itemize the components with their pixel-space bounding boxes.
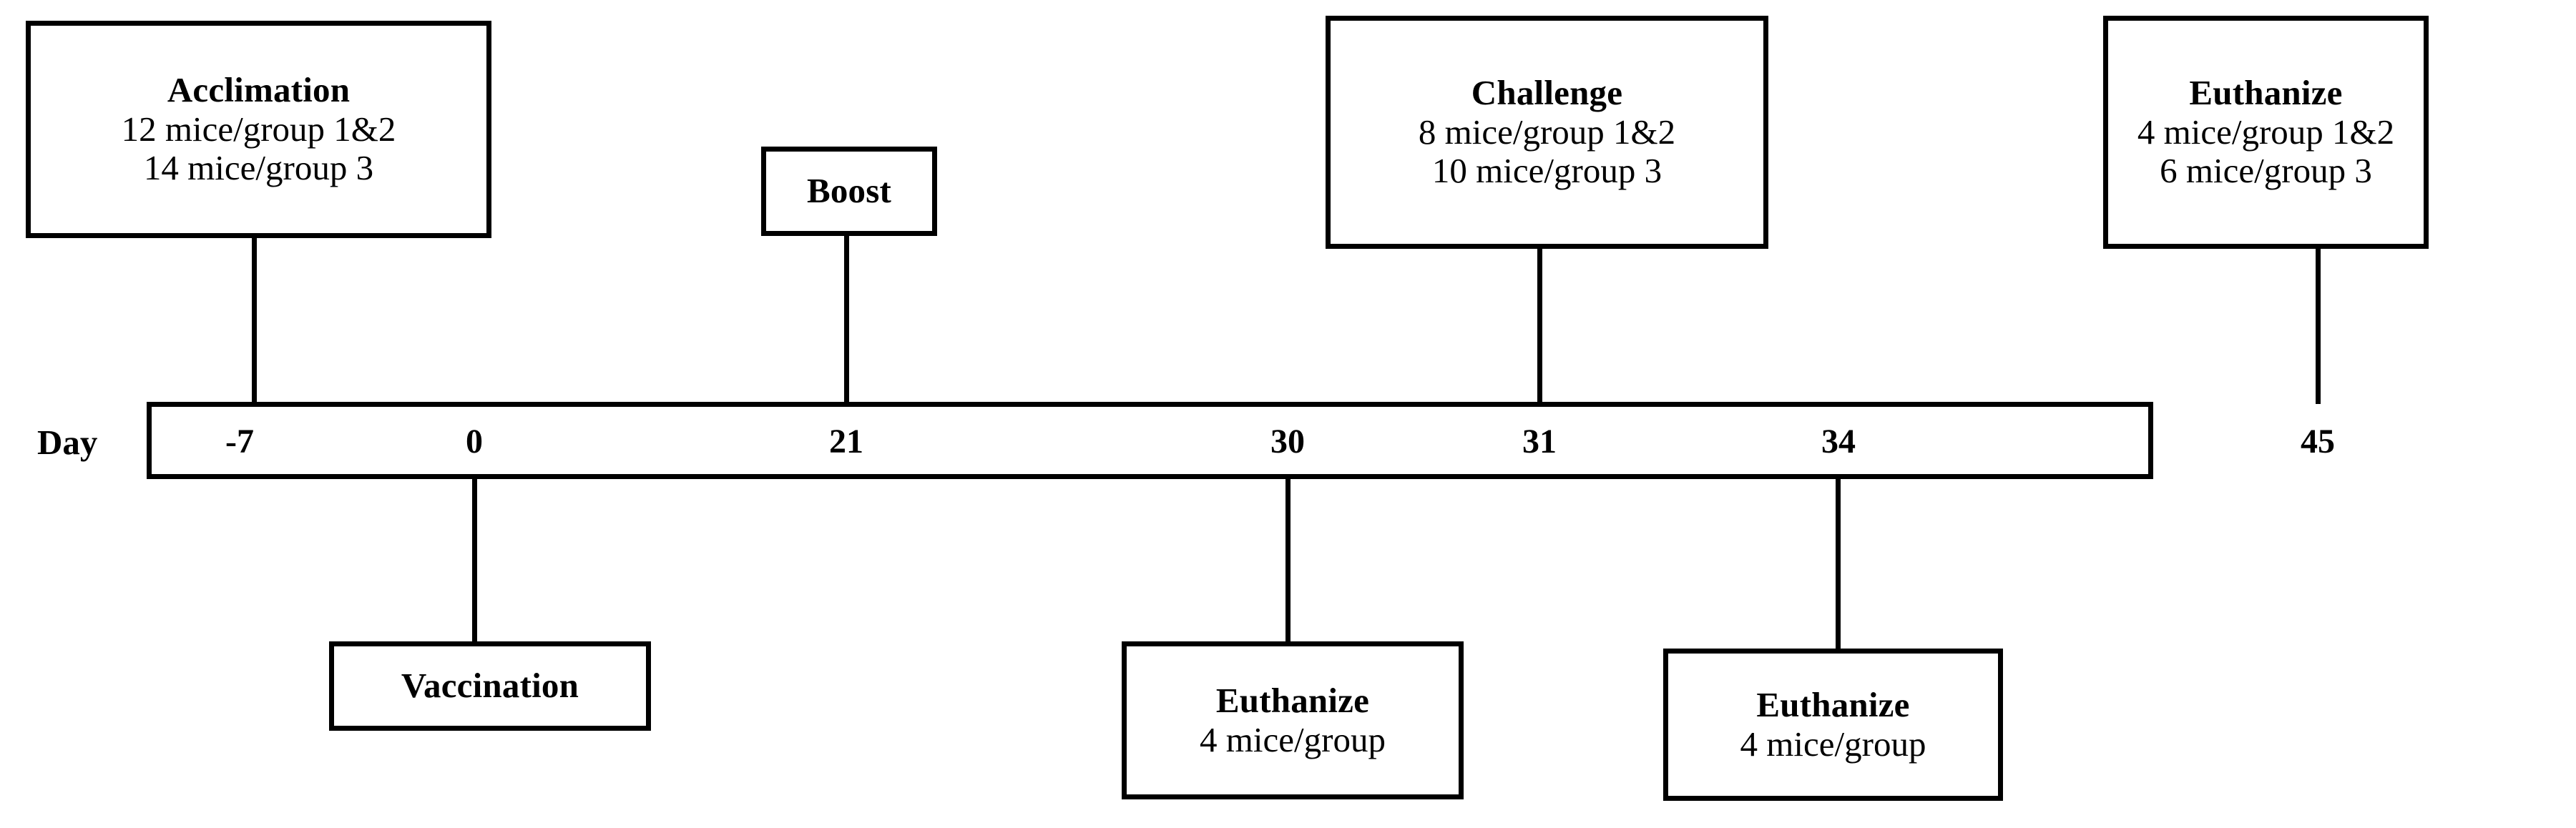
connector-acclimation [252,236,257,404]
event-detail-acclimation-1: 12 mice/group 1&2 [121,109,396,149]
event-detail-challenge-2: 10 mice/group 3 [1431,151,1662,191]
event-box-euthanize-day34: Euthanize 4 mice/group [1663,649,2003,801]
event-title-vaccination: Vaccination [401,666,579,706]
connector-challenge [1537,247,1542,404]
event-title-challenge: Challenge [1471,72,1623,112]
event-box-euthanize-day30: Euthanize 4 mice/group [1122,641,1464,799]
event-title-euthanize-day30: Euthanize [1215,680,1370,720]
day-tick-31: 31 [1522,423,1557,460]
event-box-vaccination: Vaccination [329,641,651,731]
connector-euthanize-day45 [2316,247,2321,404]
event-title-boost: Boost [806,171,892,211]
event-detail-euthanize-day34-1: 4 mice/group [1740,724,1926,764]
day-tick-45: 45 [2301,423,2335,460]
event-title-euthanize-day34: Euthanize [1756,684,1910,724]
day-tick-34: 34 [1821,423,1856,460]
event-detail-challenge-1: 8 mice/group 1&2 [1418,112,1676,152]
event-detail-euthanize-day45-1: 4 mice/group 1&2 [2137,112,2395,152]
event-detail-euthanize-day45-2: 6 mice/group 3 [2160,151,2372,191]
day-tick-0: 0 [466,423,483,460]
event-box-euthanize-day45: Euthanize 4 mice/group 1&2 6 mice/group … [2103,16,2429,249]
axis-label-day: Day [37,423,98,462]
event-title-euthanize-day45: Euthanize [2189,72,2343,112]
day-tick--7: -7 [225,423,254,460]
event-box-challenge: Challenge 8 mice/group 1&2 10 mice/group… [1326,16,1768,249]
connector-vaccination [472,478,477,644]
day-tick-21: 21 [829,423,863,460]
event-detail-euthanize-day30-1: 4 mice/group [1200,719,1386,759]
event-box-acclimation: Acclimation 12 mice/group 1&2 14 mice/gr… [26,21,491,238]
event-box-boost: Boost [761,147,937,236]
day-tick-30: 30 [1270,423,1305,460]
event-detail-acclimation-2: 14 mice/group 3 [143,148,374,188]
connector-euthanize-day34 [1836,478,1841,651]
connector-euthanize-day30 [1285,478,1291,644]
event-title-acclimation: Acclimation [167,69,351,109]
connector-boost [844,235,849,404]
timeline-bar [147,402,2153,479]
